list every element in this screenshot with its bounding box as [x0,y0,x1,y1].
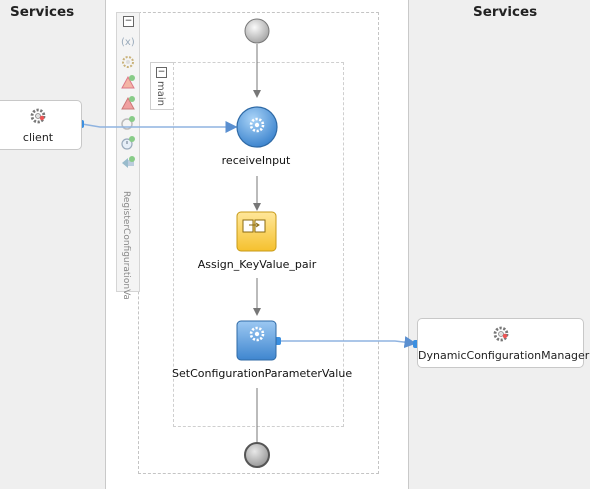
process-name-label-svg: RegisterConfigurationValue [121,191,131,299]
dcm-label: DynamicConfigurationManager [418,349,590,362]
start-node[interactable] [243,17,271,45]
dynamic-config-service[interactable]: DynamicConfigurationManager [417,318,590,368]
assign-activity[interactable] [236,211,278,253]
svg-text:(x): (x) [121,37,135,48]
process-name-label: RegisterConfigurationValue [121,191,131,299]
client-gear-icon [30,108,46,124]
correlation-gear-icon[interactable] [120,54,136,70]
compensation-handler-icon[interactable] [120,95,136,111]
receive-activity[interactable] [234,104,280,150]
scope-collapse-icon[interactable]: − [156,67,167,78]
scope-main-border [173,62,344,427]
assign-icon [242,219,266,233]
scope-main-tab[interactable]: − main [150,62,173,110]
left-lane-title: Services [10,4,75,20]
invoke-activity[interactable] [236,320,278,362]
receive-gear-icon [249,117,265,133]
end-node[interactable] [243,441,271,469]
termination-handler-icon[interactable] [120,115,136,131]
variables-icon[interactable]: (x) [120,33,136,49]
dcm-gear-icon [493,326,508,342]
left-services-lane: Services [0,0,106,489]
link-client-to-receive [81,121,238,133]
assign-label: Assign_KeyValue_pair [197,258,317,271]
process-collapse-icon[interactable]: − [123,16,134,27]
right-services-lane: Services [408,0,590,489]
invoke-label: SetConfigurationParameterValue [172,367,353,380]
scope-label-svg: main [155,81,166,106]
client-label: client [22,131,54,144]
receive-label: receiveInput [221,154,291,167]
event-handler-icon[interactable] [120,135,136,151]
process-palette: − (x) RegisterConfigurationValue [116,12,140,299]
scope-name-label: main [155,81,166,106]
fault-handler-icon[interactable] [120,74,136,90]
link-invoke-to-dcm [278,336,417,349]
right-lane-title: Services [473,4,538,20]
message-handler-icon[interactable] [120,155,136,171]
invoke-gear-icon [249,326,265,342]
client-service[interactable]: client [0,100,82,150]
